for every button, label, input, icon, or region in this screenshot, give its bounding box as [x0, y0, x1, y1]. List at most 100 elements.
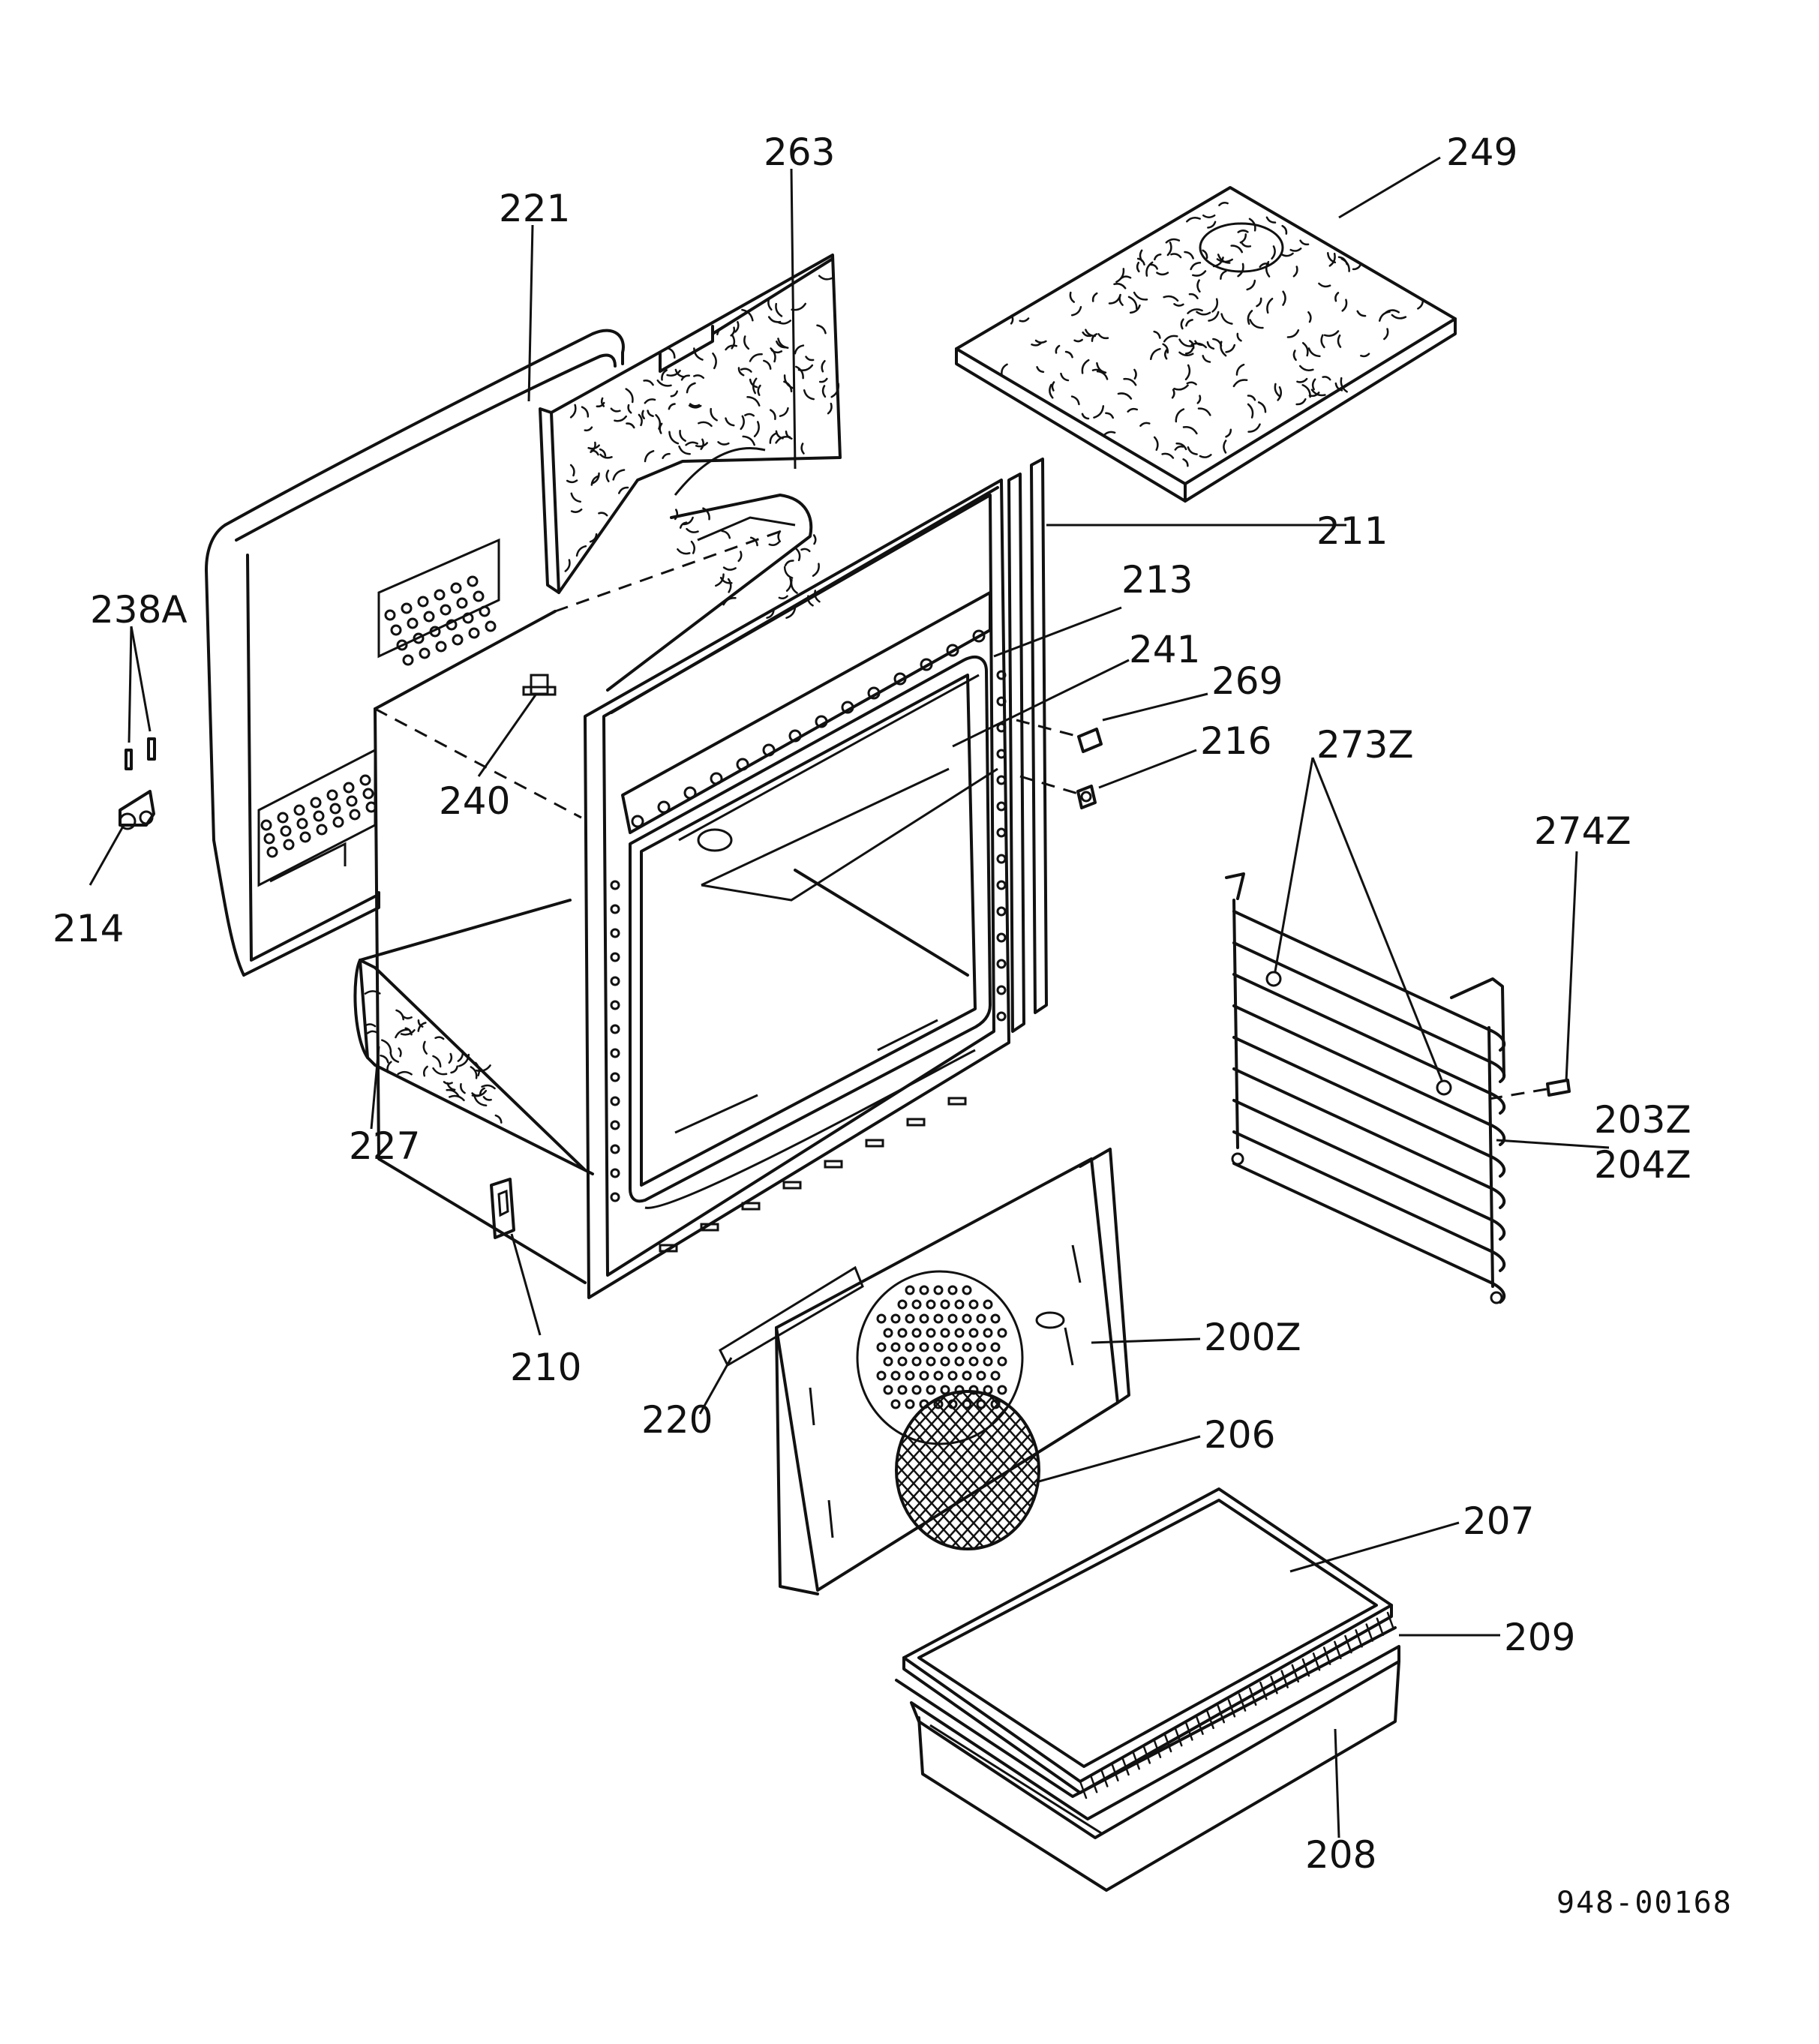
- insulation-texture-mark: [1220, 313, 1233, 325]
- guard-hole: [933, 1399, 944, 1409]
- insulation-texture-mark: [1292, 350, 1297, 362]
- frame-strip-211: [1007, 458, 1048, 1033]
- insulation-texture-mark: [1311, 378, 1316, 391]
- insulation-texture-mark: [1182, 426, 1198, 435]
- guard-hole: [897, 1385, 908, 1395]
- insulation-texture-mark: [1378, 311, 1391, 322]
- rack-foot: [1490, 1291, 1503, 1304]
- insulation-texture-mark: [731, 334, 736, 350]
- frame-hole: [657, 800, 671, 814]
- insulation-texture-mark: [1196, 311, 1211, 316]
- grill-bar: [1227, 1699, 1236, 1718]
- mesh-line: [981, 1391, 1039, 1549]
- frame-hole: [996, 722, 1007, 733]
- insulation-texture-mark: [627, 404, 632, 414]
- guard-hole: [983, 1356, 993, 1367]
- rack-rung: [1232, 1036, 1506, 1178]
- insulation-texture-mark: [734, 320, 740, 333]
- insulation-texture-mark: [795, 548, 801, 562]
- insulation-texture-mark: [1225, 428, 1232, 438]
- rack-side: [1487, 1026, 1494, 1288]
- insulation-texture-mark: [422, 1040, 428, 1055]
- guard-hole: [897, 1356, 908, 1367]
- insulation-texture-mark: [702, 507, 710, 521]
- guard-hole: [890, 1399, 901, 1409]
- insulation-texture-mark: [1265, 216, 1277, 224]
- insulation-texture-mark: [742, 435, 755, 446]
- insulation-texture-mark: [1190, 262, 1202, 271]
- insulation-texture-mark: [783, 566, 794, 579]
- vent-hole: [359, 774, 371, 786]
- insulation-texture-mark: [1194, 340, 1204, 347]
- insulation-texture-mark: [1299, 239, 1310, 246]
- vent-hole: [263, 833, 275, 845]
- frame-slot: [865, 1139, 884, 1148]
- insulation-texture-mark: [1197, 407, 1211, 416]
- grill-bar: [1174, 1727, 1183, 1747]
- insulation-texture-mark: [1322, 376, 1331, 381]
- frame-hole: [996, 670, 1007, 680]
- insulation-texture-mark: [1230, 245, 1244, 254]
- vent-hole: [326, 789, 338, 801]
- insulation-texture-mark: [769, 432, 778, 444]
- guard-hole: [911, 1328, 922, 1338]
- insulation-texture-mark: [605, 470, 610, 482]
- insulation-texture-mark: [1091, 333, 1098, 342]
- label-208: 208: [1305, 1833, 1376, 1877]
- insulation-texture-mark: [689, 403, 701, 407]
- insulation-texture-mark: [400, 1029, 416, 1036]
- mesh-line: [743, 1388, 893, 1553]
- insulation-texture-mark: [1139, 249, 1143, 263]
- insulation-texture-mark: [1049, 383, 1054, 399]
- insulation-texture-mark: [457, 1049, 464, 1062]
- insulation-texture-mark: [1187, 308, 1203, 314]
- insulation-texture-mark: [666, 369, 681, 377]
- insulation-texture-mark: [1170, 253, 1182, 259]
- insulation-texture-mark: [598, 512, 608, 517]
- insulation-texture-mark: [1175, 442, 1187, 451]
- insulation-texture-mark: [1334, 292, 1340, 302]
- insulation-texture-mark: [1277, 386, 1283, 401]
- insulation-texture-mark: [800, 443, 805, 455]
- insulation-texture-mark: [1292, 266, 1298, 278]
- frame-hole: [762, 743, 776, 757]
- frame-hole: [610, 952, 620, 962]
- insulation-texture-mark: [741, 308, 754, 322]
- grill-bar: [1291, 1664, 1300, 1683]
- insulation-texture-mark: [404, 1027, 413, 1036]
- insulation-texture-mark: [1323, 330, 1340, 337]
- frame-hole: [610, 1024, 620, 1034]
- side-panel-221: [205, 329, 625, 977]
- guard-hole: [968, 1299, 979, 1310]
- label-206: 206: [1204, 1413, 1275, 1457]
- guard-hole: [883, 1328, 893, 1338]
- frame-hole: [610, 880, 620, 890]
- guard-hole: [947, 1370, 958, 1381]
- insulation-texture-mark: [599, 448, 607, 457]
- insulation-texture-mark: [1259, 263, 1270, 269]
- guard-hole: [968, 1356, 979, 1367]
- label-221: 221: [499, 187, 570, 230]
- insulation-texture-mark: [712, 352, 717, 370]
- insulation-texture-mark: [1241, 242, 1252, 248]
- label-200z: 200Z: [1204, 1316, 1301, 1359]
- insulation-texture-mark: [1266, 297, 1274, 314]
- guard-hole: [947, 1342, 958, 1352]
- insulation-texture-mark: [685, 441, 698, 446]
- insulation-texture-mark: [626, 422, 635, 429]
- insulation-texture-mark: [1182, 458, 1189, 467]
- label-240: 240: [439, 779, 510, 823]
- grill-bar: [1079, 1780, 1088, 1799]
- grill-bar: [1355, 1629, 1363, 1648]
- back-panel-200z: [719, 1148, 1130, 1595]
- insulation-texture-mark: [1318, 282, 1331, 288]
- mesh-line: [896, 1391, 954, 1549]
- vent-hole: [299, 831, 311, 843]
- mesh-line: [896, 1391, 978, 1549]
- insulation-texture-mark: [749, 353, 763, 362]
- insulation-texture-mark: [1212, 257, 1224, 268]
- insulation-texture-mark: [1199, 454, 1212, 458]
- guard-hole: [933, 1370, 944, 1381]
- insulation-texture-mark: [812, 563, 820, 577]
